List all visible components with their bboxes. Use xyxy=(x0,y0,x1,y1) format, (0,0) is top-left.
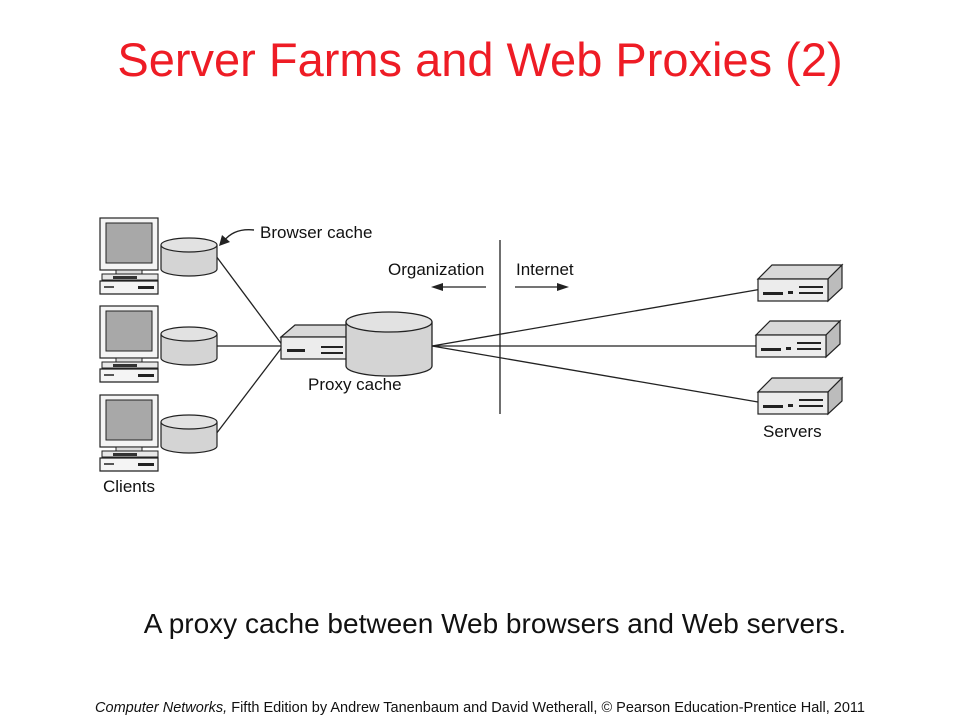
client-1 xyxy=(99,217,218,295)
computer-icon xyxy=(99,305,159,383)
server-icon xyxy=(755,320,841,358)
disk-icon xyxy=(160,326,218,366)
slide-title: Server Farms and Web Proxies (2) xyxy=(117,33,843,86)
disk-icon xyxy=(160,237,218,277)
client-3 xyxy=(99,394,218,472)
slide-footer: Computer Networks, Fifth Edition by Andr… xyxy=(0,700,960,716)
servers-label: Servers xyxy=(763,422,822,441)
computer-icon xyxy=(99,217,159,295)
server-link-1 xyxy=(431,288,763,347)
proxy-disk-icon xyxy=(345,311,433,377)
proxy-cache-diagram: Browser cache Organization Internet Prox… xyxy=(99,217,843,496)
browser-cache-label: Browser cache xyxy=(260,223,372,242)
arrow-right-icon xyxy=(515,283,569,291)
proxy-cache xyxy=(279,311,433,377)
internet-label: Internet xyxy=(516,260,574,279)
book-title: Computer Networks, xyxy=(95,700,228,716)
server-link-3 xyxy=(431,345,759,403)
proxy-cache-label: Proxy cache xyxy=(308,375,402,394)
organization-label: Organization xyxy=(388,260,484,279)
arrow-left-icon xyxy=(431,283,486,291)
connection-lines xyxy=(215,255,763,435)
book-credit: Fifth Edition by Andrew Tanenbaum and Da… xyxy=(227,700,865,716)
client-2 xyxy=(99,305,218,383)
client-link-1 xyxy=(215,255,284,347)
client-link-3 xyxy=(215,345,284,435)
clients-label: Clients xyxy=(103,477,155,496)
figure-caption: A proxy cache between Web browsers and W… xyxy=(143,608,847,639)
browser-cache-pointer xyxy=(219,229,255,246)
server-icon xyxy=(757,377,843,415)
computer-icon xyxy=(99,394,159,472)
disk-icon xyxy=(160,414,218,454)
server-icon xyxy=(757,264,843,302)
